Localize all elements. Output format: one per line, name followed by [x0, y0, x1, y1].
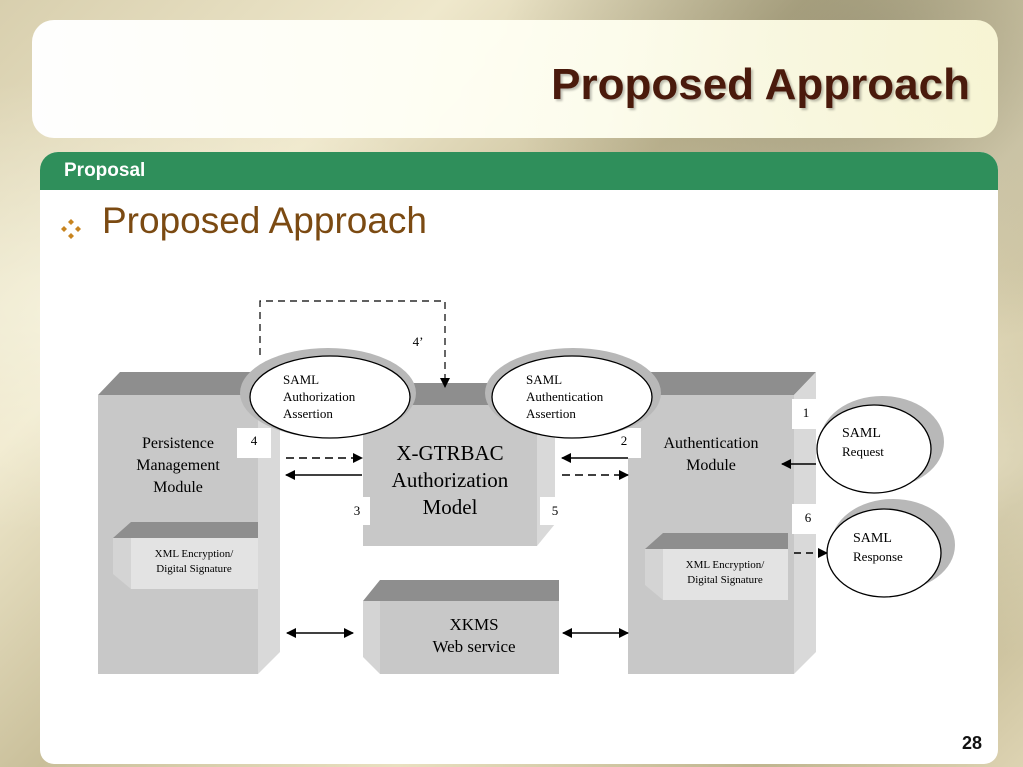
authn-ellipse-label-3: Assertion — [526, 406, 576, 421]
step-3-label: 3 — [354, 503, 361, 518]
title-panel: Proposed Approach — [32, 20, 998, 138]
step-6-box — [792, 504, 816, 534]
authz-ellipse-label-3: Assertion — [283, 406, 333, 421]
slide-title: Proposed Approach — [551, 60, 970, 109]
step-3-box — [340, 497, 370, 525]
architecture-diagram: Persistence Management Module XML Encryp… — [98, 300, 955, 674]
authorization-label-1: X-GTRBAC — [396, 441, 503, 465]
step-6-label: 6 — [805, 510, 812, 525]
persistence-label-2: Management — [136, 457, 220, 474]
xkms-box: XKMS Web service — [363, 580, 559, 674]
section-header-bar: Proposal — [40, 152, 998, 190]
persistence-label-1: Persistence — [142, 435, 214, 452]
response-label-2: Response — [853, 549, 903, 564]
page-number: 28 — [961, 733, 982, 753]
authorization-model-box: X-GTRBAC Authorization Model — [363, 383, 555, 546]
xkms-label-1: XKMS — [449, 615, 498, 634]
authz-assertion-ellipse: SAML Authorization Assertion — [240, 348, 416, 439]
saml-response-ellipse: SAML Response — [826, 499, 955, 598]
step-4-label: 4 — [251, 433, 258, 448]
saml-request-ellipse: SAML Request — [816, 396, 944, 494]
xml-right-label-2: Digital Signature — [687, 574, 763, 586]
step-5-label: 5 — [552, 503, 559, 518]
authentication-module-box: Authentication Module — [628, 372, 816, 674]
step-4-box — [237, 428, 271, 458]
xml-right-label-1: XML Encryption/ — [686, 559, 766, 571]
section-label: Proposal — [64, 160, 146, 181]
step-1-box — [792, 399, 816, 429]
bullet-text: Proposed Approach — [102, 200, 428, 241]
xml-left-label-2: Digital Signature — [156, 563, 232, 575]
xkms-label-2: Web service — [432, 637, 515, 656]
diamond-bullet-icon — [61, 219, 81, 239]
authentication-label-2: Module — [686, 457, 736, 474]
authorization-label-3: Model — [423, 495, 478, 519]
loop-4prime-arrow — [259, 300, 450, 388]
authentication-label-1: Authentication — [663, 435, 758, 452]
authn-assertion-ellipse: SAML Authentication Assertion — [485, 348, 661, 439]
authz-ellipse-label-1: SAML — [283, 372, 319, 387]
authn-ellipse-label-1: SAML — [526, 372, 562, 387]
xml-left-label-1: XML Encryption/ — [155, 548, 235, 560]
xml-encryption-right-box: XML Encryption/ Digital Signature — [645, 533, 788, 600]
step-5-box — [540, 497, 570, 525]
authorization-label-2: Authorization — [392, 468, 509, 492]
step-1-label: 1 — [803, 405, 810, 420]
authz-ellipse-label-2: Authorization — [283, 389, 356, 404]
step-2-label: 2 — [621, 433, 628, 448]
request-label-2: Request — [842, 444, 884, 459]
persistence-label-3: Module — [153, 479, 203, 496]
response-label-1: SAML — [853, 531, 892, 546]
step-4prime-label: 4’ — [413, 334, 424, 349]
request-label-1: SAML — [842, 426, 881, 441]
authn-ellipse-label-2: Authentication — [526, 389, 604, 404]
xml-encryption-left-box: XML Encryption/ Digital Signature — [113, 522, 258, 589]
content-panel: Proposal Proposed Approach Persistence M… — [40, 152, 998, 764]
